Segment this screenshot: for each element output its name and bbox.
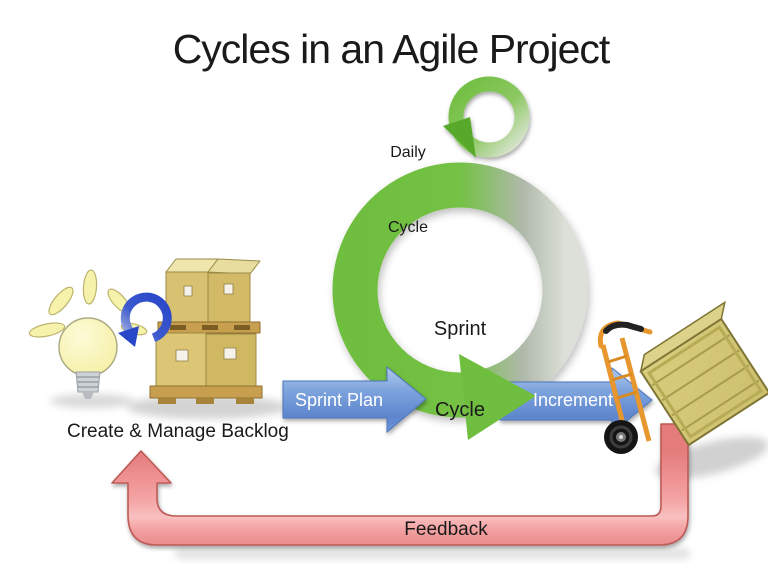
truck-wheel-cap bbox=[619, 435, 623, 439]
light-bulb-icon bbox=[28, 269, 148, 399]
daily-cycle-arrowhead bbox=[443, 117, 476, 158]
daily-cycle-ring-arc bbox=[448, 76, 530, 158]
truck-crossbar bbox=[616, 390, 638, 400]
increment-label: Increment bbox=[532, 390, 614, 410]
truck-grip bbox=[603, 321, 644, 334]
shipping-label bbox=[175, 349, 189, 362]
blue-cycle-arc bbox=[120, 292, 172, 343]
feedback-bar-shadow bbox=[175, 548, 690, 559]
sprint-plan-arrow-shape bbox=[282, 365, 427, 434]
blue-cycle-arrow-icon bbox=[118, 292, 172, 347]
daily-cycle-label-line2: Cycle bbox=[387, 219, 428, 236]
truck-crossbar bbox=[611, 372, 633, 382]
blue-cycle-arrowhead bbox=[118, 326, 139, 347]
backlog-label: Create & Manage Backlog bbox=[67, 421, 289, 442]
feedback-label: Feedback bbox=[404, 519, 488, 540]
crate bbox=[639, 300, 768, 447]
pallet bbox=[149, 385, 263, 399]
stacked-boxes-pallet-icon bbox=[149, 258, 263, 404]
truck-crossbar bbox=[607, 354, 628, 364]
sprint-cycle-arrowhead bbox=[459, 354, 536, 440]
sprint-cycle-label-line1: Sprint bbox=[433, 318, 487, 340]
daily-cycle-label: Daily Cycle bbox=[377, 90, 439, 290]
slide-title: Cycles in an Agile Project bbox=[172, 26, 611, 72]
sprint-cycle-label-line2: Cycle bbox=[434, 399, 485, 421]
shipping-label bbox=[183, 285, 193, 297]
sprint-plan-arrow bbox=[282, 365, 427, 434]
bulb-glass bbox=[58, 317, 118, 377]
shipping-label bbox=[223, 347, 237, 360]
daily-cycle-ring-icon bbox=[443, 76, 530, 158]
sprint-cycle-ring-arc bbox=[332, 162, 588, 418]
sprint-cycle-ring-icon bbox=[332, 162, 588, 418]
daily-cycle-label-line1: Daily bbox=[390, 144, 426, 161]
bulb-tip bbox=[82, 392, 94, 399]
sprint-plan-label: Sprint Plan bbox=[294, 390, 384, 410]
hand-truck-crate-icon bbox=[597, 300, 768, 454]
sprint-cycle-label: Sprint Cycle bbox=[408, 262, 512, 478]
truck-wheel-rim bbox=[609, 425, 633, 449]
bulb-shadow bbox=[50, 394, 134, 408]
shipping-label bbox=[223, 283, 234, 295]
